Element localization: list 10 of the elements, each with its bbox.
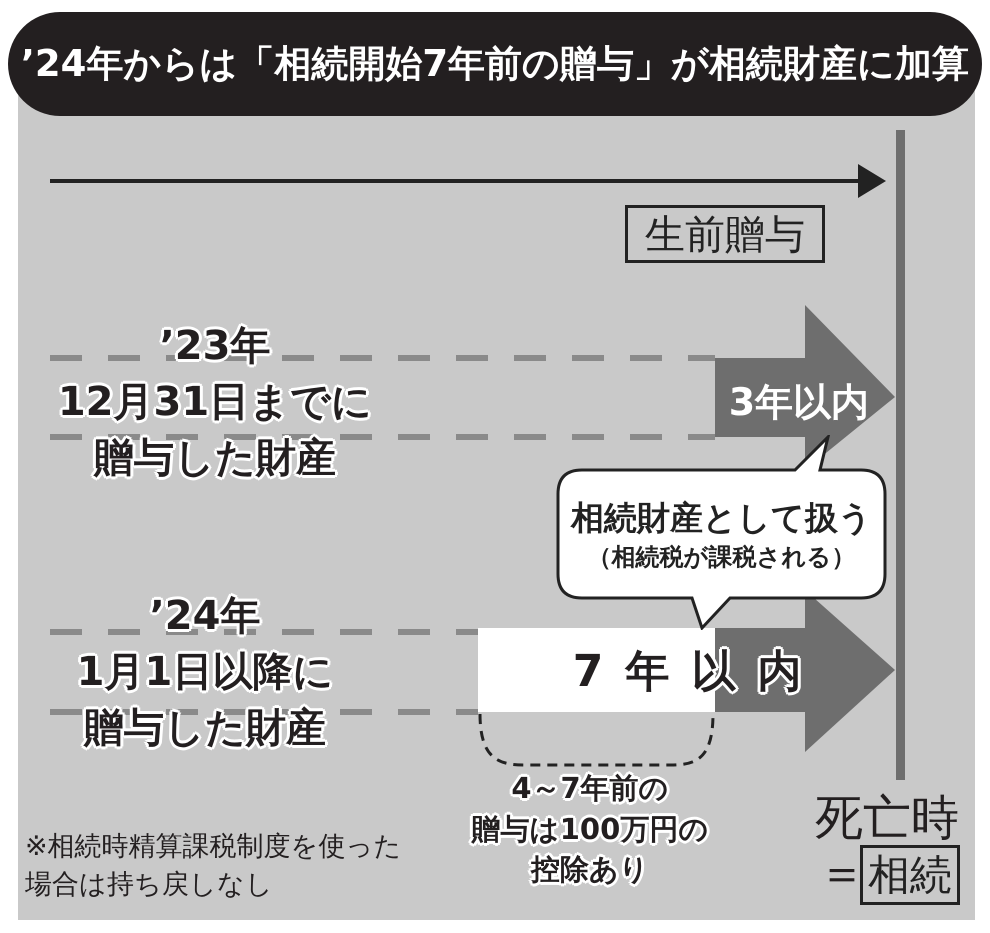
footnote: ※相続時精算課税制度を使った場合は持ち戻しなし bbox=[25, 830, 403, 902]
title-banner: ’24年からは「相続開始7年前の贈与」が相続財産に加算 bbox=[8, 12, 982, 116]
row-heading: ’24年1月1日以降に贈与した財産 bbox=[76, 592, 334, 753]
boxed-label: 生前贈与 bbox=[625, 205, 825, 263]
bubble-text: （相続税が課税される） bbox=[588, 542, 856, 572]
boxed-label: 相続 bbox=[860, 845, 960, 905]
row-heading: ’23年12月31日までに贈与した財産 bbox=[56, 322, 374, 483]
bubble-text: 相続財産として扱う bbox=[571, 496, 872, 538]
bracket-note: 4～7年前の贈与は100万円の控除あり bbox=[470, 770, 710, 888]
period-label: 3年以内 bbox=[728, 379, 870, 426]
